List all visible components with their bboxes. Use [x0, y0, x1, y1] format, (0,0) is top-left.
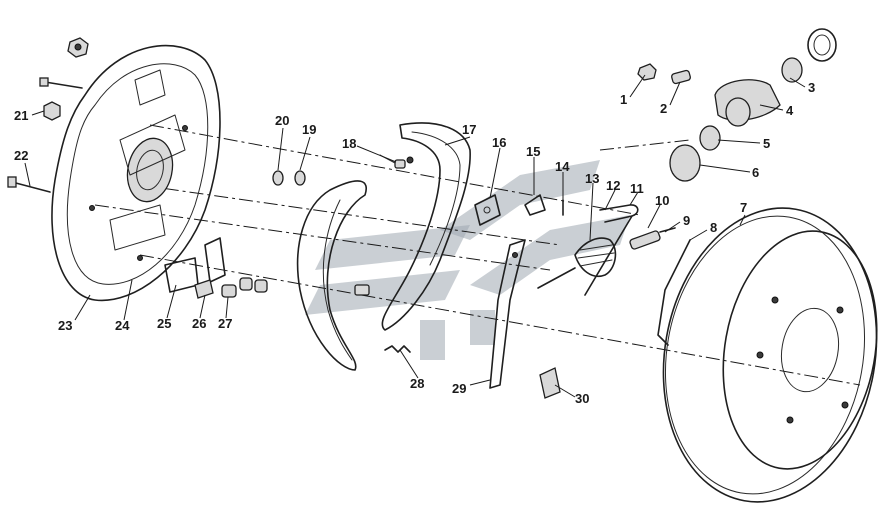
part-24-25-adjuster-hardware — [164, 237, 268, 299]
plate-nut-top — [67, 37, 89, 58]
callout-19: 19 — [302, 122, 316, 137]
callout-27: 27 — [218, 316, 232, 331]
callout-12: 12 — [606, 178, 620, 193]
backing-plate — [51, 44, 221, 302]
callout-30: 30 — [575, 391, 589, 406]
part-29-parking-lever — [489, 239, 526, 389]
callout-22: 22 — [14, 148, 28, 163]
callout-4: 4 — [786, 103, 794, 118]
callout-10: 10 — [655, 193, 669, 208]
callout-1: 1 — [620, 92, 627, 107]
callout-11: 11 — [630, 181, 644, 196]
plate-bolt-top — [39, 77, 83, 89]
watermark-logo — [305, 160, 630, 360]
callout-25: 25 — [157, 316, 171, 331]
part-7-brake-drum — [662, 207, 878, 503]
part-15-clip — [524, 194, 546, 216]
callout-13: 13 — [585, 171, 599, 186]
callout-6: 6 — [752, 165, 759, 180]
callout-21: 21 — [14, 108, 28, 123]
wheel-cylinder-assembly — [637, 28, 837, 182]
callout-leader-lines — [24, 74, 806, 398]
callout-14: 14 — [555, 159, 570, 174]
callout-24: 24 — [115, 318, 130, 333]
callout-17: 17 — [462, 122, 476, 137]
part-21-nut — [43, 101, 61, 121]
part-22-bolt — [7, 176, 51, 193]
part-9-10-adjusting-screw — [629, 227, 676, 250]
part-19-20-washers — [272, 170, 306, 186]
callout-20: 20 — [275, 113, 289, 128]
callout-7: 7 — [740, 200, 747, 215]
brake-shoe-left — [296, 180, 370, 371]
assembly-axis-lines — [94, 124, 861, 386]
callout-2: 2 — [660, 101, 667, 116]
part-17-brake-shoe-right — [381, 122, 471, 331]
part-30-clip — [539, 367, 561, 399]
part-28-spring — [384, 345, 411, 353]
part-8-rod — [657, 239, 691, 346]
callout-8: 8 — [710, 220, 717, 235]
callout-23: 23 — [58, 318, 72, 333]
callout-26: 26 — [192, 316, 206, 331]
callout-labels: 1 2 3 4 5 6 7 8 9 10 11 12 13 14 15 16 1… — [14, 80, 815, 406]
callout-3: 3 — [808, 80, 815, 95]
part-13-return-spring — [537, 237, 617, 289]
callout-28: 28 — [410, 376, 424, 391]
callout-9: 9 — [683, 213, 690, 228]
callout-15: 15 — [526, 144, 540, 159]
part-16-retainer — [474, 194, 501, 226]
callout-5: 5 — [763, 136, 770, 151]
callout-29: 29 — [452, 381, 466, 396]
callout-18: 18 — [342, 136, 356, 151]
callout-16: 16 — [492, 135, 506, 150]
